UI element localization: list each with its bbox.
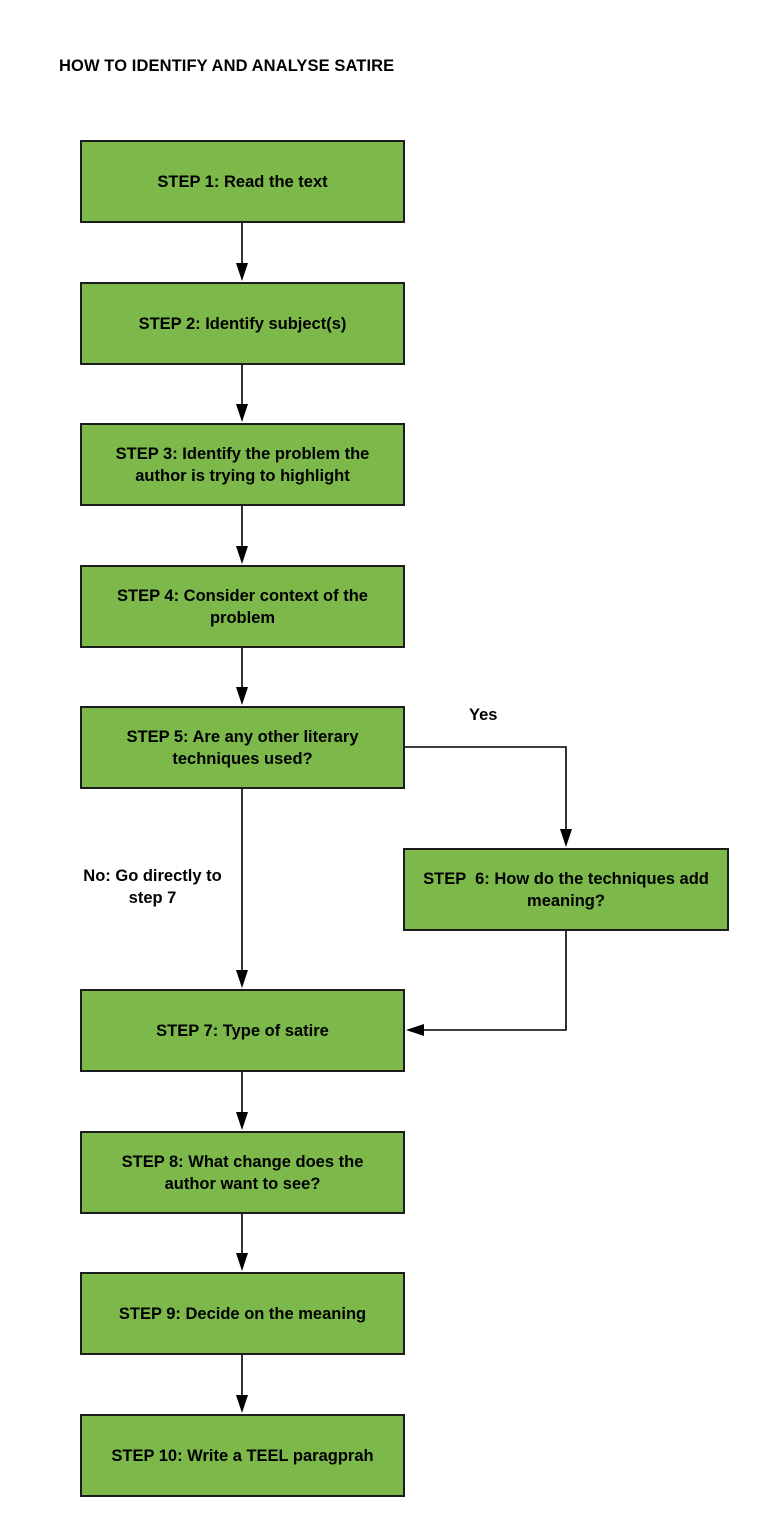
edge-6-7 [421, 931, 567, 1031]
arrowheads [236, 263, 572, 1413]
arrowhead-5-7 [236, 970, 248, 988]
branch-label-no: No: Go directly to step 7 [83, 867, 222, 907]
arrowhead-1-2 [236, 263, 248, 281]
arrowhead-2-3 [236, 404, 248, 422]
step-8-box: STEP 8: What change does the author want… [80, 1131, 405, 1214]
step-2-box: STEP 2: Identify subject(s) [80, 282, 405, 365]
step-4-box: STEP 4: Consider context of the problem [80, 565, 405, 648]
arrowhead-4-5 [236, 687, 248, 705]
step-10-box: STEP 10: Write a TEEL paragprah [80, 1414, 405, 1497]
arrowhead-9-10 [236, 1395, 248, 1413]
branch-label-yes: Yes [469, 706, 498, 724]
edge-5-6-yes [405, 746, 567, 832]
step-3-box: STEP 3: Identify the problem the author … [80, 423, 405, 506]
arrowhead-8-9 [236, 1253, 248, 1271]
arrowhead-7-8 [236, 1112, 248, 1130]
connector-lines [241, 223, 567, 1398]
arrowhead-5-6 [560, 829, 572, 847]
step-1-box: STEP 1: Read the text [80, 140, 405, 223]
step-6-box: STEP 6: How do the techniques add meanin… [403, 848, 729, 931]
step-5-box: STEP 5: Are any other literary technique… [80, 706, 405, 789]
diagram-title: HOW TO IDENTIFY AND ANALYSE SATIRE [59, 57, 395, 75]
step-9-box: STEP 9: Decide on the meaning [80, 1272, 405, 1355]
arrowhead-3-4 [236, 546, 248, 564]
arrowhead-6-7 [406, 1024, 424, 1036]
step-7-box: STEP 7: Type of satire [80, 989, 405, 1072]
